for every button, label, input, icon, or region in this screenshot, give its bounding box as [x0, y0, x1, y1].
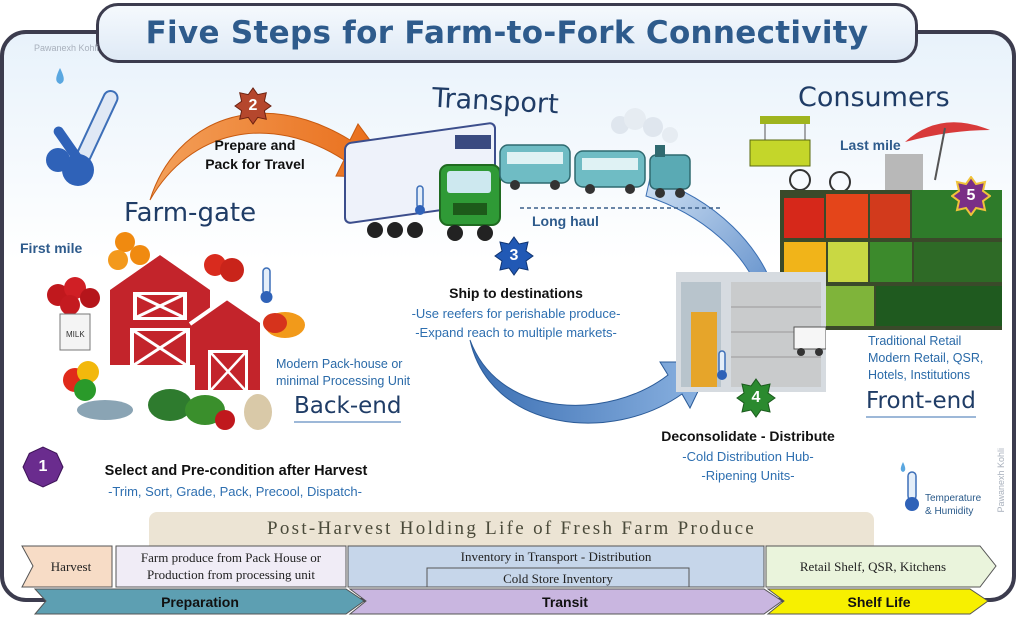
produce-icon: MILK [47, 232, 305, 430]
label-pack-house: Modern Pack-house or minimal Processing … [276, 357, 411, 388]
warehouse-illustration [676, 272, 826, 392]
step-2-title: Prepare and Pack for Travel [205, 137, 305, 172]
watermark-top: Pawanexh Kohli [34, 43, 99, 53]
timeline-shelf-life-shape [766, 588, 989, 615]
heading-back-end: Back-end [294, 393, 402, 423]
step-4-title: Deconsolidate - Distribute [661, 428, 835, 444]
cart-icon [749, 116, 923, 193]
thermometer-truck-icon [415, 185, 425, 215]
step-5-badge: 5 [951, 176, 991, 216]
step-4-badge: 4 [736, 378, 776, 418]
timeline-banner: Post-Harvest Holding Life of Fresh Farm … [149, 512, 874, 546]
step-3-desc: -Use reefers for perishable produce- -Ex… [411, 306, 621, 340]
label-first-mile: First mile [20, 240, 83, 256]
farm-illustration: MILK [46, 68, 305, 430]
phase-preparation: Preparation [161, 593, 239, 610]
timeline-transit-shape [348, 588, 783, 615]
timeline-retail-shape [765, 545, 997, 588]
step-1-badge: 1 [22, 446, 64, 488]
phase-shelf-life: Shelf Life [847, 593, 911, 610]
timeline-retail-shelf: Retail Shelf, QSR, Kitchens [799, 559, 947, 574]
barn-icon [100, 248, 267, 391]
page-title: Five Steps for Farm-to-Fork Connectivity [145, 15, 869, 51]
timeline-pack-house: Farm produce from Pack House or Producti… [140, 550, 322, 582]
timeline-harvest: Harvest [50, 559, 92, 574]
step-2-badge: 2 [234, 87, 272, 125]
phase-transit: Transit [542, 593, 588, 610]
timeline-preparation-shape [33, 588, 365, 615]
label-long-haul: Long haul [532, 213, 599, 229]
heading-farm-gate: Farm-gate [124, 198, 257, 228]
heading-consumers: Consumers [798, 82, 950, 113]
step-1-title: Select and Pre-condition after Harvest [104, 463, 368, 479]
timeline-transport-inventory: Inventory in Transport - Distribution [460, 549, 652, 564]
temperature-humidity-icon [900, 462, 919, 511]
umbrella-icon [905, 122, 990, 181]
label-last-mile: Last mile [840, 137, 901, 153]
step-1-desc: -Trim, Sort, Grade, Pack, Precool, Dispa… [108, 484, 362, 499]
timeline-cold-store-shape [426, 567, 690, 588]
thermometer-small-icon [260, 267, 273, 303]
milk-label: MILK [66, 330, 85, 339]
label-temperature-humidity: Temperature & Humidity [925, 493, 982, 517]
timeline-pack-house-shape [115, 545, 347, 588]
timeline-cold-store: Cold Store Inventory [503, 571, 613, 586]
timeline-harvest-shape [21, 545, 113, 588]
step-3-title: Ship to destinations [449, 285, 583, 301]
thermometer-hub-icon [717, 350, 727, 380]
heading-front-end: Front-end [866, 388, 976, 418]
step-4-desc: -Cold Distribution Hub- -Ripening Units- [682, 449, 814, 483]
truck-icon [344, 122, 501, 241]
title-box: Five Steps for Farm-to-Fork Connectivity [96, 3, 918, 63]
transport-illustration [344, 108, 691, 241]
train-icon [499, 108, 691, 198]
label-retail-types: Traditional Retail Modern Retail, QSR, H… [868, 334, 984, 382]
thermometer-icon [46, 68, 119, 186]
step-3-badge: 3 [494, 236, 534, 276]
